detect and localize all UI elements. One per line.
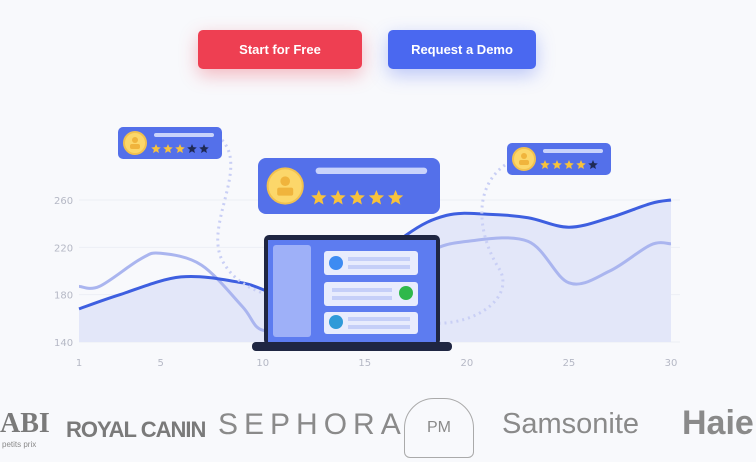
laptop: [252, 235, 452, 351]
y-tick-label: 180: [54, 291, 73, 302]
logo-sephora: SEPHORA: [218, 408, 407, 441]
x-tick-label: 30: [665, 358, 678, 369]
request-demo-button[interactable]: Request a Demo: [388, 30, 536, 69]
star-icon: [387, 190, 404, 205]
start-for-free-button[interactable]: Start for Free: [198, 30, 362, 69]
avatar-icon: [266, 167, 304, 205]
star-icon: [368, 190, 385, 205]
dotted-connector: [419, 163, 506, 325]
x-tick-label: 5: [157, 358, 163, 369]
chat-bubble-whatsapp: [324, 282, 418, 306]
star-icon: [588, 160, 598, 170]
review-card: [258, 158, 440, 214]
chat-bubble-telegram: [324, 312, 418, 334]
logo-kiabi-tagline: petits prix: [2, 440, 37, 449]
logo-kiabi: ABI: [0, 408, 50, 439]
x-tick-label: 15: [358, 358, 371, 369]
star-icon: [564, 160, 574, 170]
star-icon: [540, 160, 550, 170]
series-dark-line: [78, 198, 672, 311]
chat-bubble-messenger: [324, 251, 418, 275]
review-card: [118, 127, 222, 159]
y-tick-label: 260: [54, 196, 73, 207]
x-tick-label: 1: [76, 358, 82, 369]
star-icon: [151, 144, 161, 154]
x-tick-label: 10: [256, 358, 269, 369]
logo-royal-canin: ROYAL CANIN: [66, 417, 206, 442]
x-tick-label: 20: [460, 358, 473, 369]
y-tick-label: 220: [54, 243, 73, 254]
star-icon: [163, 144, 173, 154]
star-icon: [330, 190, 346, 205]
logo-haier: Haie: [682, 404, 754, 442]
star-icon: [311, 190, 327, 205]
y-tick-label: 140: [54, 338, 73, 349]
star-icon: [349, 190, 365, 205]
review-card: [507, 143, 611, 175]
star-icon: [187, 144, 197, 154]
x-tick-label: 25: [563, 358, 576, 369]
star-icon: [552, 160, 562, 170]
star-icon: [199, 144, 209, 154]
star-icon: [175, 144, 185, 154]
star-icon: [576, 160, 586, 170]
logo-samsonite: Samsonite: [502, 408, 640, 440]
logo-philip-morris: PM: [404, 398, 474, 458]
